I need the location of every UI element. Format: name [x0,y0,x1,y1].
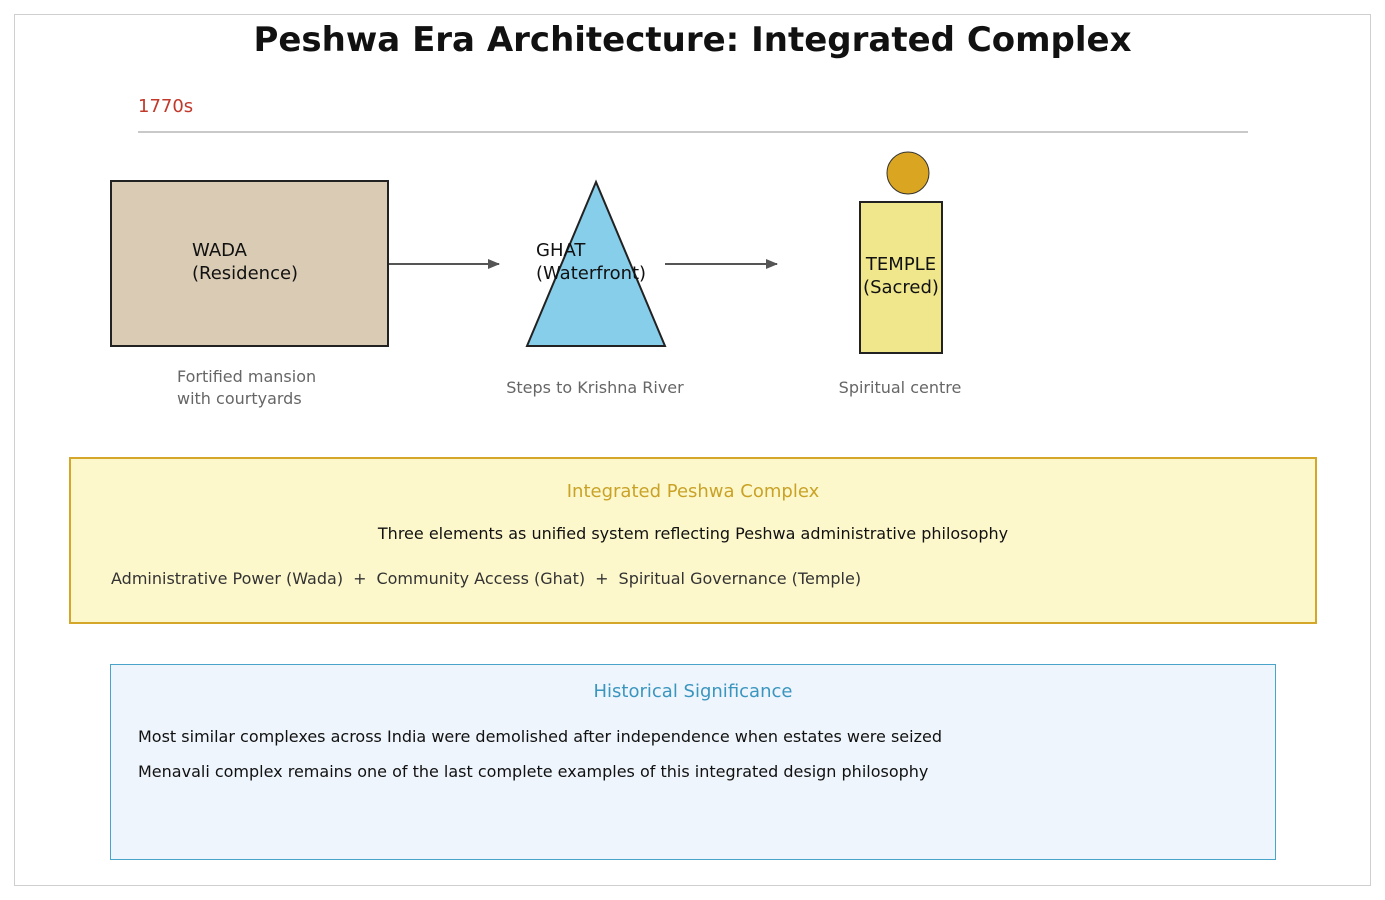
ghat-shape [525,179,667,347]
wada-subtitle: (Residence) [192,263,299,284]
temple-shape [859,201,943,354]
formula-term-ghat: Community Access (Ghat) [376,569,586,588]
integrated-panel-heading: Integrated Peshwa Complex [566,481,820,502]
era-label: 1770s [138,96,194,117]
formula-term-wada: Administrative Power (Wada) [111,569,344,588]
wada-caption-line1: Fortified mansion [177,367,317,386]
historical-panel-heading: Historical Significance [593,681,793,702]
temple-subtitle: (Sacred) [863,277,939,298]
wada-shape [110,180,389,347]
formula-term-temple: Spiritual Governance (Temple) [618,569,862,588]
integrated-complex-panel: Integrated Peshwa Complex Three elements… [69,457,1317,624]
page-title: Peshwa Era Architecture: Integrated Comp… [253,20,1132,60]
historical-line-2: Menavali complex remains one of the last… [138,762,929,781]
ghat-caption: Steps to Krishna River [506,378,684,397]
era-divider [138,131,1248,133]
wada-caption: Fortified mansion with courtyards [177,366,316,410]
ghat-name: GHAT [536,240,586,261]
ghat-label: GHAT (Waterfront) [536,239,646,285]
temple-label: TEMPLE (Sacred) [858,253,944,299]
historical-line-1: Most similar complexes across India were… [138,727,942,746]
figure-frame [14,14,1371,886]
wada-label: WADA (Residence) [192,239,298,285]
formula-plus-1: + [353,569,367,588]
temple-name: TEMPLE [865,254,937,275]
integrated-panel-description: Three elements as unified system reflect… [377,524,1009,543]
ghat-subtitle: (Waterfront) [536,263,647,284]
temple-caption: Spiritual centre [838,378,962,397]
wada-caption-line2: with courtyards [177,389,302,408]
formula-plus-2: + [595,569,609,588]
temple-finial [886,151,930,195]
historical-significance-panel: Historical Significance Most similar com… [110,664,1276,860]
wada-name: WADA [192,240,247,261]
integration-formula: Administrative Power (Wada) + Community Ac… [111,569,861,588]
